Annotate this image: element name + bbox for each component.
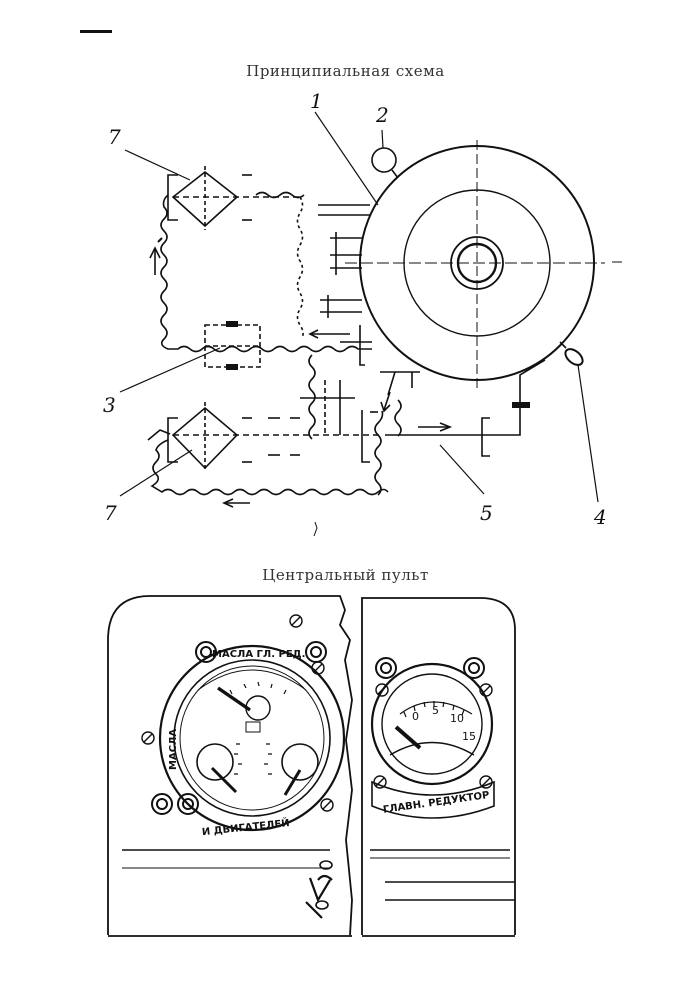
mounting-rings xyxy=(151,641,485,815)
oil-line-middle xyxy=(308,354,316,440)
oil-line-upper-loop xyxy=(160,194,372,353)
oil-line-upper-top xyxy=(255,191,305,199)
right-gauge-tick-0: 0 xyxy=(412,710,419,723)
oil-triple-gauge xyxy=(158,644,346,832)
cooler-bottom xyxy=(167,402,380,472)
callout-7-bottom: 7 xyxy=(104,501,117,525)
left-gauge-left-label: МАСЛА xyxy=(168,729,179,770)
right-gauge-tick-15: 15 xyxy=(462,730,476,743)
callout-1: 1 xyxy=(310,89,323,113)
gearbox-gauge xyxy=(370,662,495,819)
valve-4 xyxy=(559,341,584,366)
callout-3: 3 xyxy=(103,393,116,417)
cooler-top xyxy=(167,166,300,230)
right-gauge-tick-10: 10 xyxy=(450,712,464,725)
callout-5: 5 xyxy=(480,501,493,525)
callout-2: 2 xyxy=(375,103,389,127)
flow-arrow-right xyxy=(418,422,453,432)
connection-taps xyxy=(308,204,372,366)
flow-arrow-down xyxy=(380,391,391,413)
console-caption: Центральный пульт xyxy=(262,566,429,584)
callout-4: 4 xyxy=(593,505,607,529)
dashed-return xyxy=(296,196,304,338)
right-gauge-tick-5: 5 xyxy=(432,704,439,717)
console-left-panel xyxy=(107,595,353,936)
central-console xyxy=(107,595,516,937)
filter-3 xyxy=(204,324,261,368)
left-gauge-top-label: МАСЛА ГЛ. РЕД. xyxy=(212,649,305,660)
gearbox-housing xyxy=(345,140,622,388)
left-gauge-bottom-label: И ДВИГАТЕЛЕЙ xyxy=(201,816,290,838)
top-rule xyxy=(80,30,112,33)
oil-line-lower-loop xyxy=(150,439,389,496)
oil-line-lower-right xyxy=(374,410,384,496)
flow-arrow-left xyxy=(222,498,250,508)
flow-arrow-up xyxy=(149,237,163,275)
schematic-caption: Принципиальная схема xyxy=(246,62,445,80)
callout-7-top: 7 xyxy=(108,125,121,149)
pump-2 xyxy=(371,147,399,179)
console-right-panel xyxy=(361,597,516,935)
schematic xyxy=(119,111,622,537)
